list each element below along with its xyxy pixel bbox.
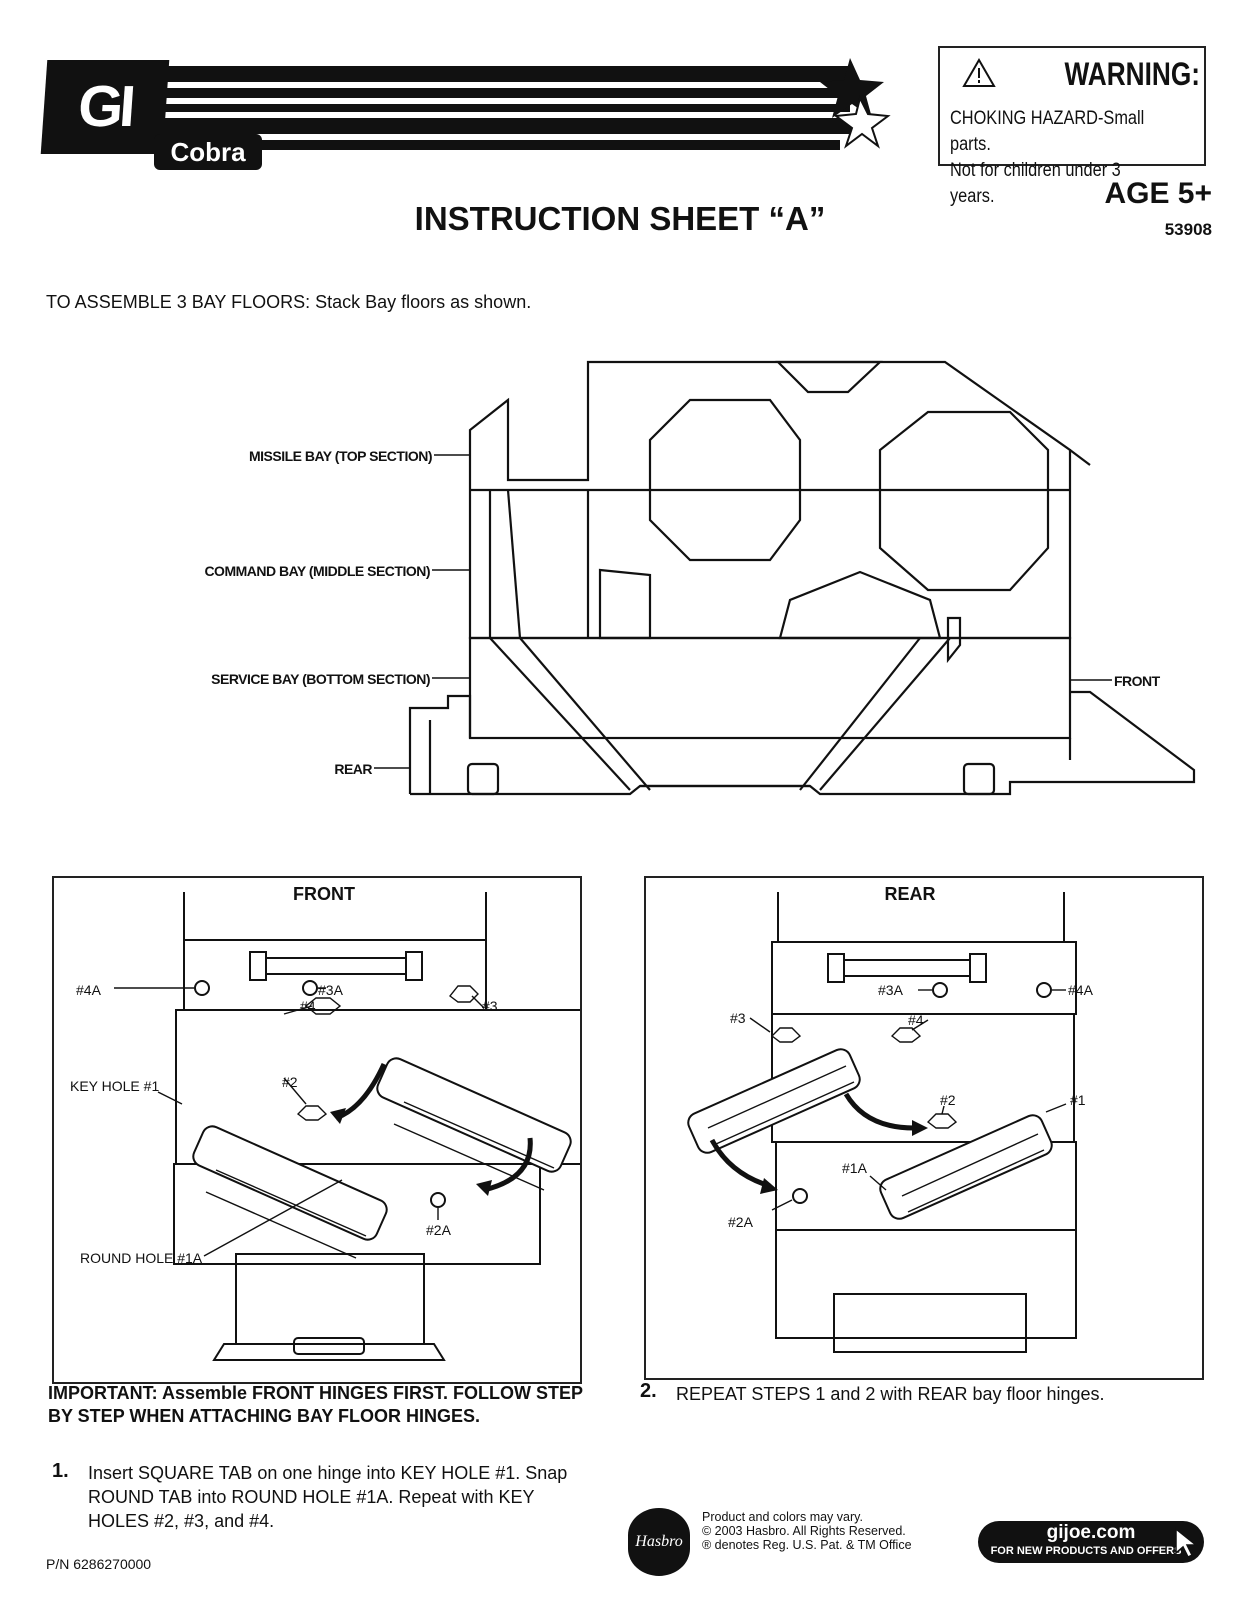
label-4a: #4A: [76, 982, 101, 998]
front-hinge-panel: FRONT #4A #3A #4 #3 KEY HOLE #1 #2 #2A R…: [52, 876, 582, 1384]
legal-line: Product and colors may vary.: [702, 1510, 863, 1524]
label-3: #3: [730, 1010, 746, 1026]
intro-text: TO ASSEMBLE 3 BAY FLOORS: Stack Bay floo…: [46, 292, 532, 312]
label-3a: #3A: [878, 982, 903, 998]
front-label: FRONT: [1114, 673, 1160, 689]
rear-label: REAR: [334, 761, 372, 777]
legal-text: Product and colors may vary. © 2003 Hasb…: [702, 1510, 962, 1552]
step1-text: Insert SQUARE TAB on one hinge into KEY …: [88, 1463, 568, 1531]
site-tagline: FOR NEW PRODUCTS AND OFFERS: [990, 1545, 1182, 1557]
label-roundhole-1a: ROUND HOLE #1A: [80, 1250, 203, 1266]
label-2a: #2A: [728, 1214, 753, 1230]
step2-number: 2.: [640, 1380, 657, 1402]
logo-stripes: [160, 58, 891, 150]
label-4a: #4A: [1068, 982, 1093, 998]
warning-box: WARNING: CHOKING HAZARD-Small parts. Not…: [938, 46, 1206, 207]
label-2a: #2A: [426, 1222, 451, 1238]
step1-number: 1.: [52, 1460, 69, 1482]
warning-text: CHOKING HAZARD-Small parts. Not for chil…: [950, 106, 1163, 210]
rear-hinge-diagram: [687, 892, 1077, 1353]
site-url[interactable]: gijoe.com: [1046, 1522, 1136, 1543]
label-2: #2: [940, 1092, 956, 1108]
warning-line: CHOKING HAZARD-Small parts.: [950, 108, 1145, 155]
front-hinge-diagram: [114, 892, 580, 1361]
warning-triangle-icon: [962, 58, 996, 87]
page-title: INSTRUCTION SHEET “A”: [414, 200, 826, 237]
cobra-logo: Cobra: [154, 134, 262, 170]
service-bay-label: SERVICE BAY (BOTTOM SECTION): [211, 671, 430, 687]
label-4: #4: [300, 998, 316, 1014]
label-2: #2: [282, 1074, 298, 1090]
bay-stack-diagram: [374, 360, 1196, 796]
front-panel-title: FRONT: [293, 884, 355, 904]
label-3a: #3A: [318, 982, 343, 998]
label-keyhole-1: KEY HOLE #1: [70, 1078, 160, 1094]
label-3: #3: [482, 998, 498, 1014]
missile-bay-label: MISSILE BAY (TOP SECTION): [248, 448, 433, 464]
cursor-arrow-icon: [1175, 1527, 1199, 1559]
label-1: #1: [1070, 1092, 1086, 1108]
command-bay-label: COMMAND BAY (MIDDLE SECTION): [204, 563, 430, 579]
step2-text: REPEAT STEPS 1 and 2 with REAR bay floor…: [676, 1384, 1105, 1404]
important-note: IMPORTANT: Assemble FRONT HINGES FIRST. …: [48, 1383, 583, 1426]
rear-hinge-panel: REAR #3A #4A #3 #4 #2 #1 #1A #2A: [644, 876, 1204, 1380]
legal-line: ® denotes Reg. U.S. Pat. & TM Office: [702, 1538, 912, 1552]
legal-line: © 2003 Hasbro. All Rights Reserved.: [702, 1524, 906, 1538]
age-rating: AGE 5+: [1104, 177, 1212, 210]
product-code: 53908: [1164, 220, 1212, 239]
warning-line: Not for children under 3 years.: [950, 160, 1121, 207]
gijoe-site-badge[interactable]: gijoe.com FOR NEW PRODUCTS AND OFFERS: [978, 1521, 1204, 1563]
rear-panel-title: REAR: [884, 884, 936, 904]
warning-title: WARNING:: [1064, 56, 1200, 92]
part-number: P/N 6286270000: [46, 1556, 152, 1572]
label-4: #4: [908, 1012, 924, 1028]
label-1a: #1A: [842, 1160, 867, 1176]
hasbro-logo: Hasbro: [628, 1508, 690, 1576]
